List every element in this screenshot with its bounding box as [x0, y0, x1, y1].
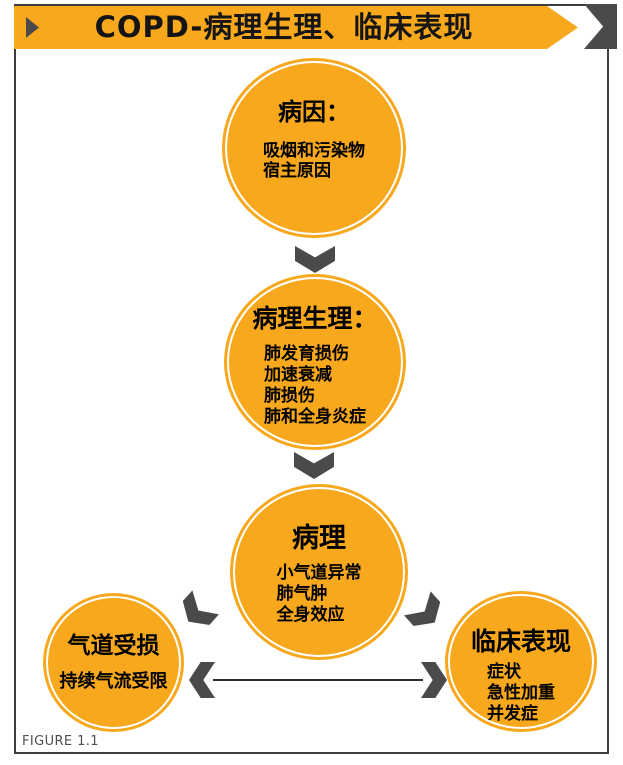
node-pathology-circle: 病理 小气道异常 肺气肿 全身效应: [230, 484, 408, 660]
node-line: 加速衰减: [264, 365, 332, 385]
node-title: 临床表现: [470, 627, 571, 656]
node-etiology-circle: 病因： 吸烟和污染物 宿主原因: [222, 58, 406, 238]
node-title: 病理生理：: [252, 304, 378, 333]
node-line: 急性加重: [487, 683, 555, 703]
node-pathophysiology-circle: 病理生理： 肺发育损伤 加速衰减 肺损伤 肺和全身炎症: [224, 274, 406, 450]
node-line: 肺发育损伤: [264, 344, 349, 364]
node-line: 肺损伤: [264, 386, 315, 406]
node-clinical-manifestations-circle: 临床表现 症状 急性加重 并发症: [445, 591, 597, 732]
header-banner: COPD-病理生理、临床表现: [14, 6, 578, 49]
node-line: 并发症: [487, 704, 538, 724]
node-lines: 持续气流受限: [60, 672, 168, 692]
node-line: 持续气流受限: [59, 671, 168, 692]
node-lines: 吸烟和污染物 宿主原因: [263, 141, 365, 181]
node-lines: 症状 急性加重 并发症: [487, 662, 555, 725]
node-line: 肺气肿: [276, 584, 328, 604]
node-line: 肺和全身炎症: [264, 407, 366, 427]
node-lines: 小气道异常 肺气肿 全身效应: [277, 563, 362, 626]
node-airway-damage-circle: 气道受损 持续气流受限: [43, 593, 184, 732]
node-line: 症状: [487, 662, 521, 682]
node-line: 全身效应: [276, 605, 345, 625]
double-arrow-line: [213, 679, 423, 681]
node-line: 吸烟和污染物: [263, 141, 365, 161]
figure-caption: FIGURE 1.1: [22, 734, 99, 749]
page-title: COPD-病理生理、临床表现: [94, 10, 474, 44]
node-line: 小气道异常: [276, 563, 362, 583]
node-title: 病因：: [278, 98, 350, 126]
page-border: [14, 4, 609, 754]
node-title: 气道受损: [67, 633, 160, 659]
node-line: 宿主原因: [263, 161, 331, 181]
node-title: 病理: [292, 523, 346, 554]
node-lines: 肺发育损伤 加速衰减 肺损伤 肺和全身炎症: [264, 344, 366, 428]
